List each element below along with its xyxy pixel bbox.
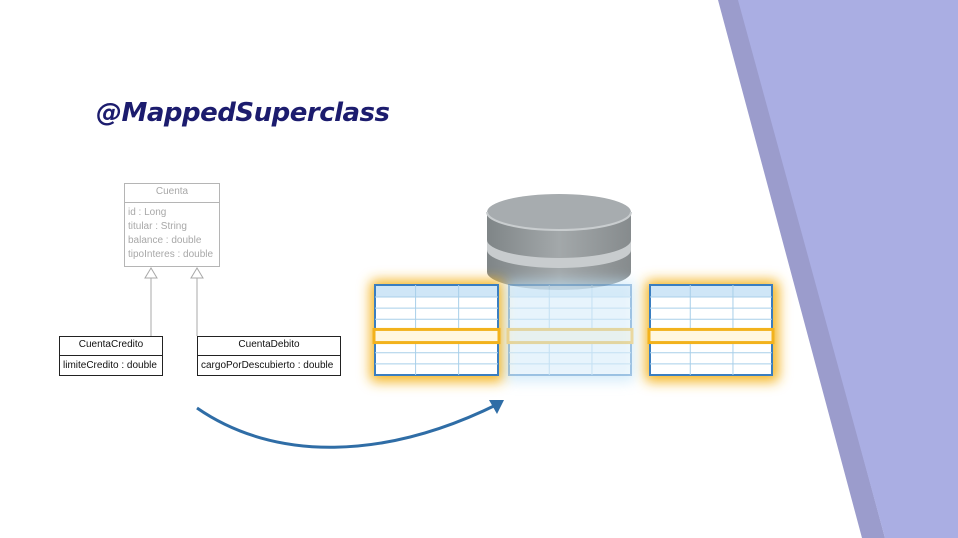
- db-table-left: [372, 284, 501, 376]
- inheritance-arrowhead-right: [190, 267, 204, 279]
- database-cylinder-icon: [486, 194, 632, 290]
- class-attributes-cuenta: id : Long titular : String balance : dou…: [125, 203, 219, 262]
- uml-class-cuenta: Cuenta id : Long titular : String balanc…: [124, 183, 220, 267]
- table-header-row: [510, 286, 630, 297]
- class-name-cuentacredito: CuentaCredito: [60, 337, 162, 356]
- table-highlight-row: [506, 327, 634, 345]
- database-top-edge: [486, 211, 632, 231]
- table-highlight-row: [372, 327, 501, 345]
- attribute-titular: titular : String: [128, 221, 187, 232]
- table-header-row: [651, 286, 771, 297]
- class-name-cuentadebito: CuentaDebito: [198, 337, 340, 356]
- attribute-balance: balance : double: [128, 235, 202, 246]
- table-frame: [508, 284, 632, 376]
- dark-triangle-stripe: [718, 0, 885, 538]
- light-triangle-band: [738, 0, 958, 538]
- database-body: [487, 212, 631, 290]
- attribute-limitecredito: limiteCredito : double: [63, 360, 157, 371]
- attribute-tipointeres: tipoInteres : double: [128, 249, 214, 260]
- database-top: [487, 194, 631, 230]
- slide-title: @MappedSuperclass: [96, 98, 390, 128]
- table-middle-glow: [505, 280, 635, 382]
- table-header-row: [376, 286, 497, 297]
- attribute-id: id : Long: [128, 207, 167, 218]
- table-highlight-row: [647, 327, 775, 345]
- attribute-cargopordescubierto: cargoPorDescubierto : double: [201, 360, 334, 371]
- mapping-arrowhead: [489, 400, 504, 414]
- db-table-right: [647, 284, 775, 376]
- database-band: [487, 240, 631, 268]
- uml-class-cuentacredito: CuentaCredito limiteCredito : double: [59, 336, 163, 376]
- inheritance-arrowhead-left: [144, 267, 158, 279]
- mapping-arrow: [196, 402, 499, 449]
- uml-class-cuentadebito: CuentaDebito cargoPorDescubierto : doubl…: [197, 336, 341, 376]
- db-table-middle: [506, 284, 634, 376]
- class-name-cuenta: Cuenta: [125, 184, 219, 203]
